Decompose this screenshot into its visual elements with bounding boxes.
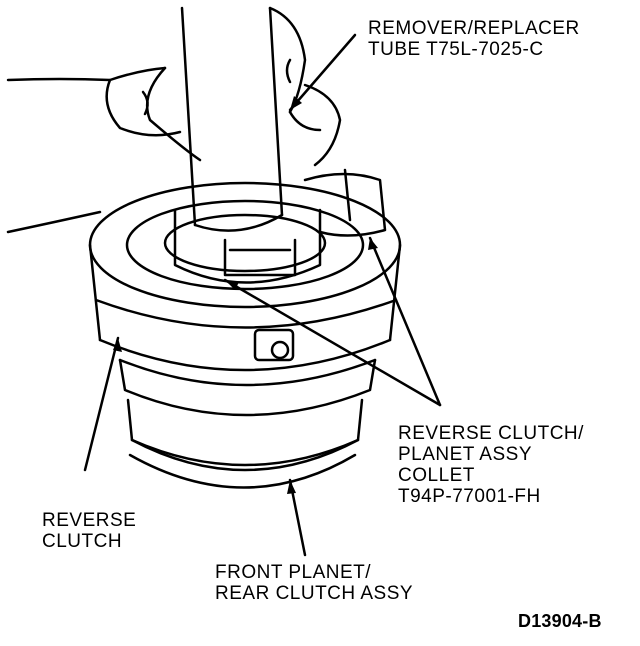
clutch-housing-drawing xyxy=(88,181,402,489)
front-planet-label-line-1: FRONT PLANET/ xyxy=(215,562,372,583)
figure-id: D13904-B xyxy=(518,611,602,631)
tube-label-line-1: REMOVER/REPLACER xyxy=(368,18,580,39)
tube-label-line-2: TUBE T75L-7025-C xyxy=(368,39,544,60)
hand-drawing xyxy=(6,6,342,234)
collet-drawing xyxy=(173,168,387,362)
remover-tube-drawing xyxy=(180,6,284,232)
tube-label: REMOVER/REPLACER TUBE T75L-7025-C xyxy=(368,18,580,60)
reverse-clutch-label-line-1: REVERSE xyxy=(42,510,137,531)
front-planet-label: FRONT PLANET/ REAR CLUTCH ASSY xyxy=(215,562,413,604)
collet-label-line-3: COLLET xyxy=(398,465,475,486)
collet-label: REVERSE CLUTCH/ PLANET ASSY COLLET T94P-… xyxy=(398,423,584,507)
arrow-heads xyxy=(113,96,378,494)
collet-label-line-2: PLANET ASSY xyxy=(398,444,532,465)
collet-label-line-4: T94P-77001-FH xyxy=(398,486,541,507)
collet-label-line-1: REVERSE CLUTCH/ xyxy=(398,423,584,444)
leader-lines xyxy=(83,33,442,557)
reverse-clutch-label: REVERSE CLUTCH xyxy=(42,510,136,552)
reverse-clutch-label-line-2: CLUTCH xyxy=(42,531,123,552)
front-planet-label-line-2: REAR CLUTCH ASSY xyxy=(215,583,414,604)
